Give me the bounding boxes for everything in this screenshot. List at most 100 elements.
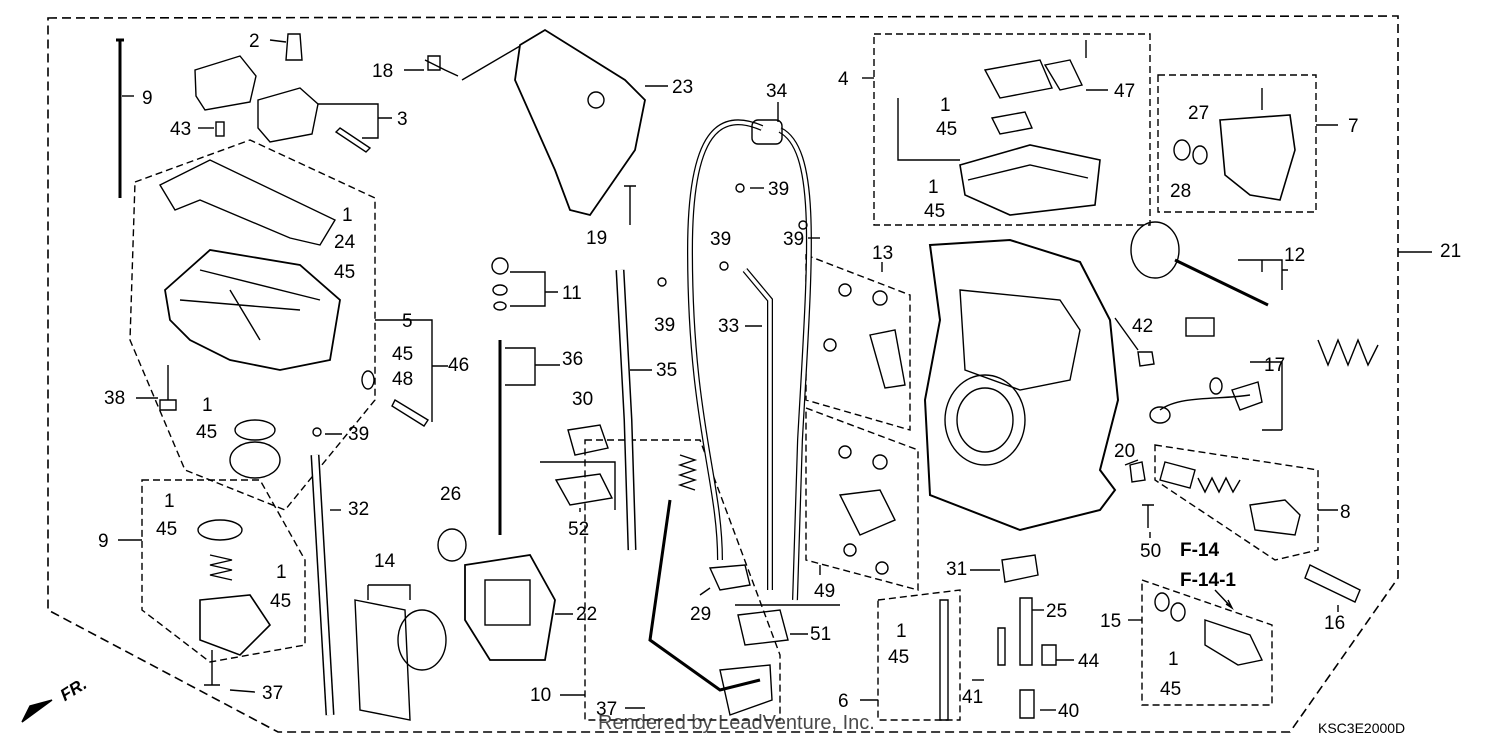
callout-51[interactable]: 51 (810, 624, 832, 645)
callout-27[interactable]: 27 (1188, 103, 1210, 124)
callout-15[interactable]: 15 (1100, 611, 1122, 632)
callout-1-g[interactable]: 1 (896, 621, 907, 642)
part-8-elbow (1249, 499, 1301, 536)
callout-7[interactable]: 7 (1348, 116, 1359, 137)
callout-30[interactable]: 30 (572, 389, 594, 410)
callout-19[interactable]: 19 (586, 228, 608, 249)
part-38 (159, 365, 177, 411)
callout-39-b[interactable]: 39 (710, 229, 732, 250)
part-20 (1129, 461, 1146, 483)
callout-47[interactable]: 47 (1114, 81, 1136, 102)
callout-31[interactable]: 31 (946, 559, 968, 580)
callout-33[interactable]: 33 (718, 316, 740, 337)
callout-52[interactable]: 52 (568, 519, 590, 540)
part-15-washer-b (1170, 602, 1186, 622)
callout-42[interactable]: 42 (1132, 316, 1154, 337)
callout-2[interactable]: 2 (249, 31, 260, 52)
callout-46[interactable]: 46 (448, 355, 470, 376)
part-24-gasket (159, 159, 336, 246)
part-42 (1137, 351, 1155, 367)
callout-9[interactable]: 9 (142, 88, 153, 109)
part-10-rod (648, 499, 761, 692)
callout-1-d[interactable]: 1 (202, 395, 213, 416)
callout-49[interactable]: 49 (814, 581, 836, 602)
callout-20[interactable]: 20 (1114, 441, 1136, 462)
callout-34[interactable]: 34 (766, 81, 788, 102)
callout-26[interactable]: 26 (440, 484, 462, 505)
callout-39-c[interactable]: 39 (783, 229, 805, 250)
part-4-gasket (967, 164, 1089, 181)
callout-25[interactable]: 25 (1046, 601, 1068, 622)
callout-1-b[interactable]: 1 (928, 177, 939, 198)
callout-45-i[interactable]: 45 (1160, 679, 1182, 700)
callout-35[interactable]: 35 (656, 360, 678, 381)
callout-45-c[interactable]: 45 (334, 262, 356, 283)
group-box-9 (141, 479, 306, 663)
callout-44[interactable]: 44 (1078, 651, 1100, 672)
callout-45-a[interactable]: 45 (936, 119, 958, 140)
callout-1-c[interactable]: 1 (342, 205, 353, 226)
callout-17[interactable]: 17 (1264, 355, 1286, 376)
callout-39-d[interactable]: 39 (654, 315, 676, 336)
callout-16[interactable]: 16 (1324, 613, 1346, 634)
callout-12[interactable]: 12 (1284, 245, 1306, 266)
callout-6[interactable]: 6 (838, 691, 849, 712)
callout-45-e[interactable]: 45 (196, 422, 218, 443)
part-33-hose (742, 268, 773, 590)
callout-43[interactable]: 43 (170, 119, 192, 140)
part-46-screw (391, 399, 429, 427)
callout-1-h[interactable]: 1 (1168, 649, 1179, 670)
callout-3[interactable]: 3 (397, 109, 408, 130)
callout-45-b[interactable]: 45 (924, 201, 946, 222)
callout-39-a[interactable]: 39 (768, 179, 790, 200)
diagram-code: KSC3E2000D (1318, 720, 1406, 736)
callout-8[interactable]: 8 (1340, 502, 1351, 523)
callout-37-a[interactable]: 37 (262, 683, 284, 704)
callout-1-e[interactable]: 1 (164, 491, 175, 512)
callout-10[interactable]: 10 (530, 685, 552, 706)
part-8-spring (1197, 476, 1241, 494)
callout-41[interactable]: 41 (962, 687, 984, 708)
callout-1-f[interactable]: 1 (276, 562, 287, 583)
part-8-plunger (1159, 461, 1196, 489)
part-14-ring (397, 609, 447, 671)
callout-36[interactable]: 36 (562, 349, 584, 370)
callout-13[interactable]: 13 (872, 243, 894, 264)
callout-39-e[interactable]: 39 (348, 424, 370, 445)
callout-23[interactable]: 23 (672, 77, 694, 98)
callout-29[interactable]: 29 (690, 604, 712, 625)
callout-21[interactable]: 21 (1440, 241, 1462, 262)
part-27-washer (1192, 145, 1208, 165)
callout-28[interactable]: 28 (1170, 181, 1192, 202)
callout-45-d[interactable]: 45 (392, 344, 414, 365)
part-30 (567, 424, 609, 456)
callout-45-h[interactable]: 45 (888, 647, 910, 668)
callout-4[interactable]: 4 (838, 69, 849, 90)
group-box-10 (584, 439, 781, 721)
callout-24[interactable]: 24 (334, 232, 356, 253)
part-17-sensor (1231, 381, 1263, 411)
part-31 (1001, 554, 1039, 583)
callout-50[interactable]: 50 (1140, 541, 1162, 562)
callout-40[interactable]: 40 (1058, 701, 1080, 722)
callout-1-a[interactable]: 1 (940, 95, 951, 116)
callout-45-f[interactable]: 45 (156, 519, 178, 540)
figure-ref-f141[interactable]: F-14-1 (1180, 570, 1236, 591)
callout-5[interactable]: 5 (402, 311, 413, 332)
callout-45-g[interactable]: 45 (270, 591, 292, 612)
part-10-spring (677, 454, 698, 491)
callout-18[interactable]: 18 (372, 61, 394, 82)
part-26 (437, 528, 467, 562)
callout-48[interactable]: 48 (392, 369, 414, 390)
diaphragm (197, 519, 243, 541)
callout-22[interactable]: 22 (576, 604, 598, 625)
callout-9-b[interactable]: 9 (98, 531, 109, 552)
callout-11[interactable]: 11 (562, 283, 582, 304)
part-39-a (735, 183, 745, 193)
callout-32[interactable]: 32 (348, 499, 370, 520)
callout-14[interactable]: 14 (374, 551, 396, 572)
callout-38[interactable]: 38 (104, 388, 126, 409)
part-43 (215, 121, 225, 137)
callout-37-b[interactable]: 37 (596, 699, 618, 720)
figure-ref-f14[interactable]: F-14 (1180, 540, 1220, 561)
